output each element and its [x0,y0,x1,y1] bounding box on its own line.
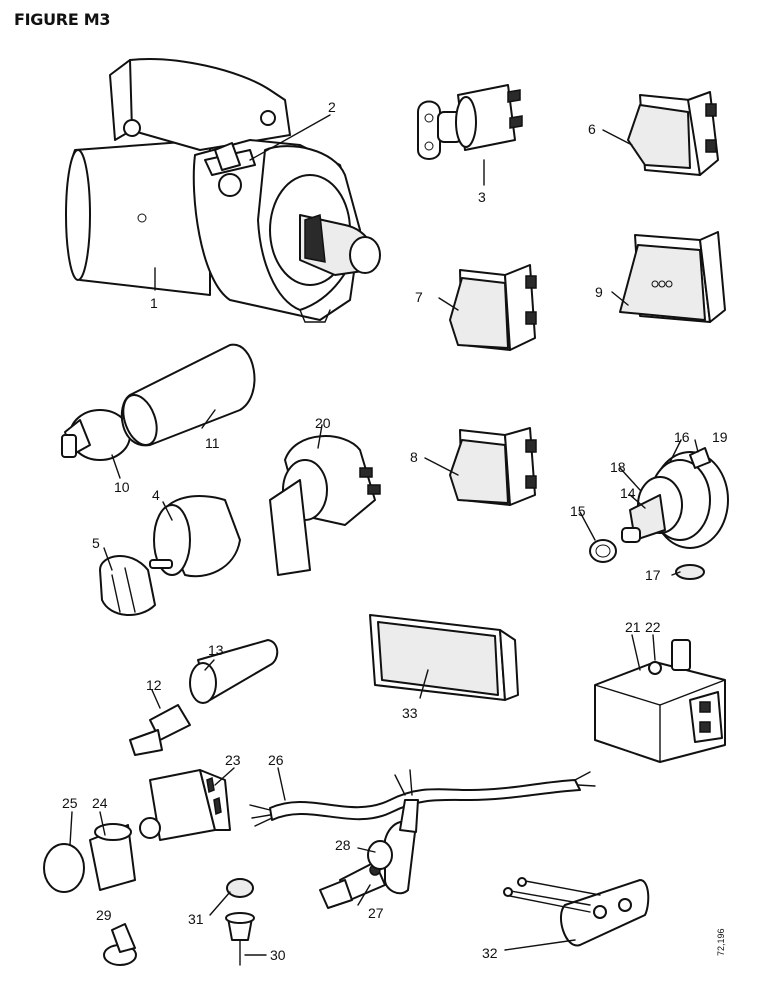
protective-sleeve [120,343,256,447]
callout-labels: 1 2 3 4 5 6 7 8 9 10 11 12 13 14 15 16 1… [62,99,728,963]
connector-and-boot [129,639,279,756]
callout-15: 15 [570,503,586,519]
callout-21: 21 [625,619,641,635]
sender-unit [61,409,131,461]
switch-lens [43,843,85,893]
ignition-switch [417,84,523,160]
callout-6: 6 [588,121,596,137]
rotary-switch [149,495,241,578]
figure-title: FIGURE M3 [14,10,111,29]
indicator-lamp-unit [369,614,519,701]
push-switch [139,769,231,841]
grommet [226,878,254,898]
callout-31: 31 [188,911,204,927]
callout-18: 18 [610,459,626,475]
rocker-switch-8 [449,427,537,506]
lever-switch [269,435,381,576]
battery-master-switch [589,447,729,580]
callout-29: 29 [96,907,112,923]
callout-14: 14 [620,485,636,501]
callout-13: 13 [208,642,224,658]
callout-3: 3 [478,189,486,205]
callout-30: 30 [270,947,286,963]
callout-19: 19 [712,429,728,445]
callout-27: 27 [368,905,384,921]
terminal-connector [319,861,386,909]
callout-10: 10 [114,479,130,495]
callout-26: 26 [268,752,284,768]
terminal-cover [367,799,419,895]
callout-22: 22 [645,619,661,635]
callout-8: 8 [410,449,418,465]
control-knob [99,555,156,617]
callout-24: 24 [92,795,108,811]
starter-motor [65,58,381,323]
mounting-plate [503,877,650,947]
rocker-switch-6 [627,91,719,176]
callout-9: 9 [595,284,603,300]
callout-20: 20 [315,415,331,431]
rocker-switch-7 [449,264,537,351]
wiring-harness [249,769,596,827]
callout-1: 1 [150,295,158,311]
callout-16: 16 [674,429,690,445]
callout-23: 23 [225,752,241,768]
flasher-relay [594,639,726,763]
callout-33: 33 [402,705,418,721]
callout-2: 2 [328,99,336,115]
callout-12: 12 [146,677,162,693]
hazard-switch [619,231,726,323]
callout-32: 32 [482,945,498,961]
callout-25: 25 [62,795,78,811]
pressure-switch [103,923,137,966]
callout-5: 5 [92,535,100,551]
callout-28: 28 [335,837,351,853]
switch-cap [89,823,136,891]
bulb-holder [225,912,255,966]
callout-17: 17 [645,567,661,583]
callout-11: 11 [205,435,220,451]
callout-7: 7 [415,289,423,305]
leader-lines [69,114,699,956]
callout-4: 4 [152,487,160,503]
